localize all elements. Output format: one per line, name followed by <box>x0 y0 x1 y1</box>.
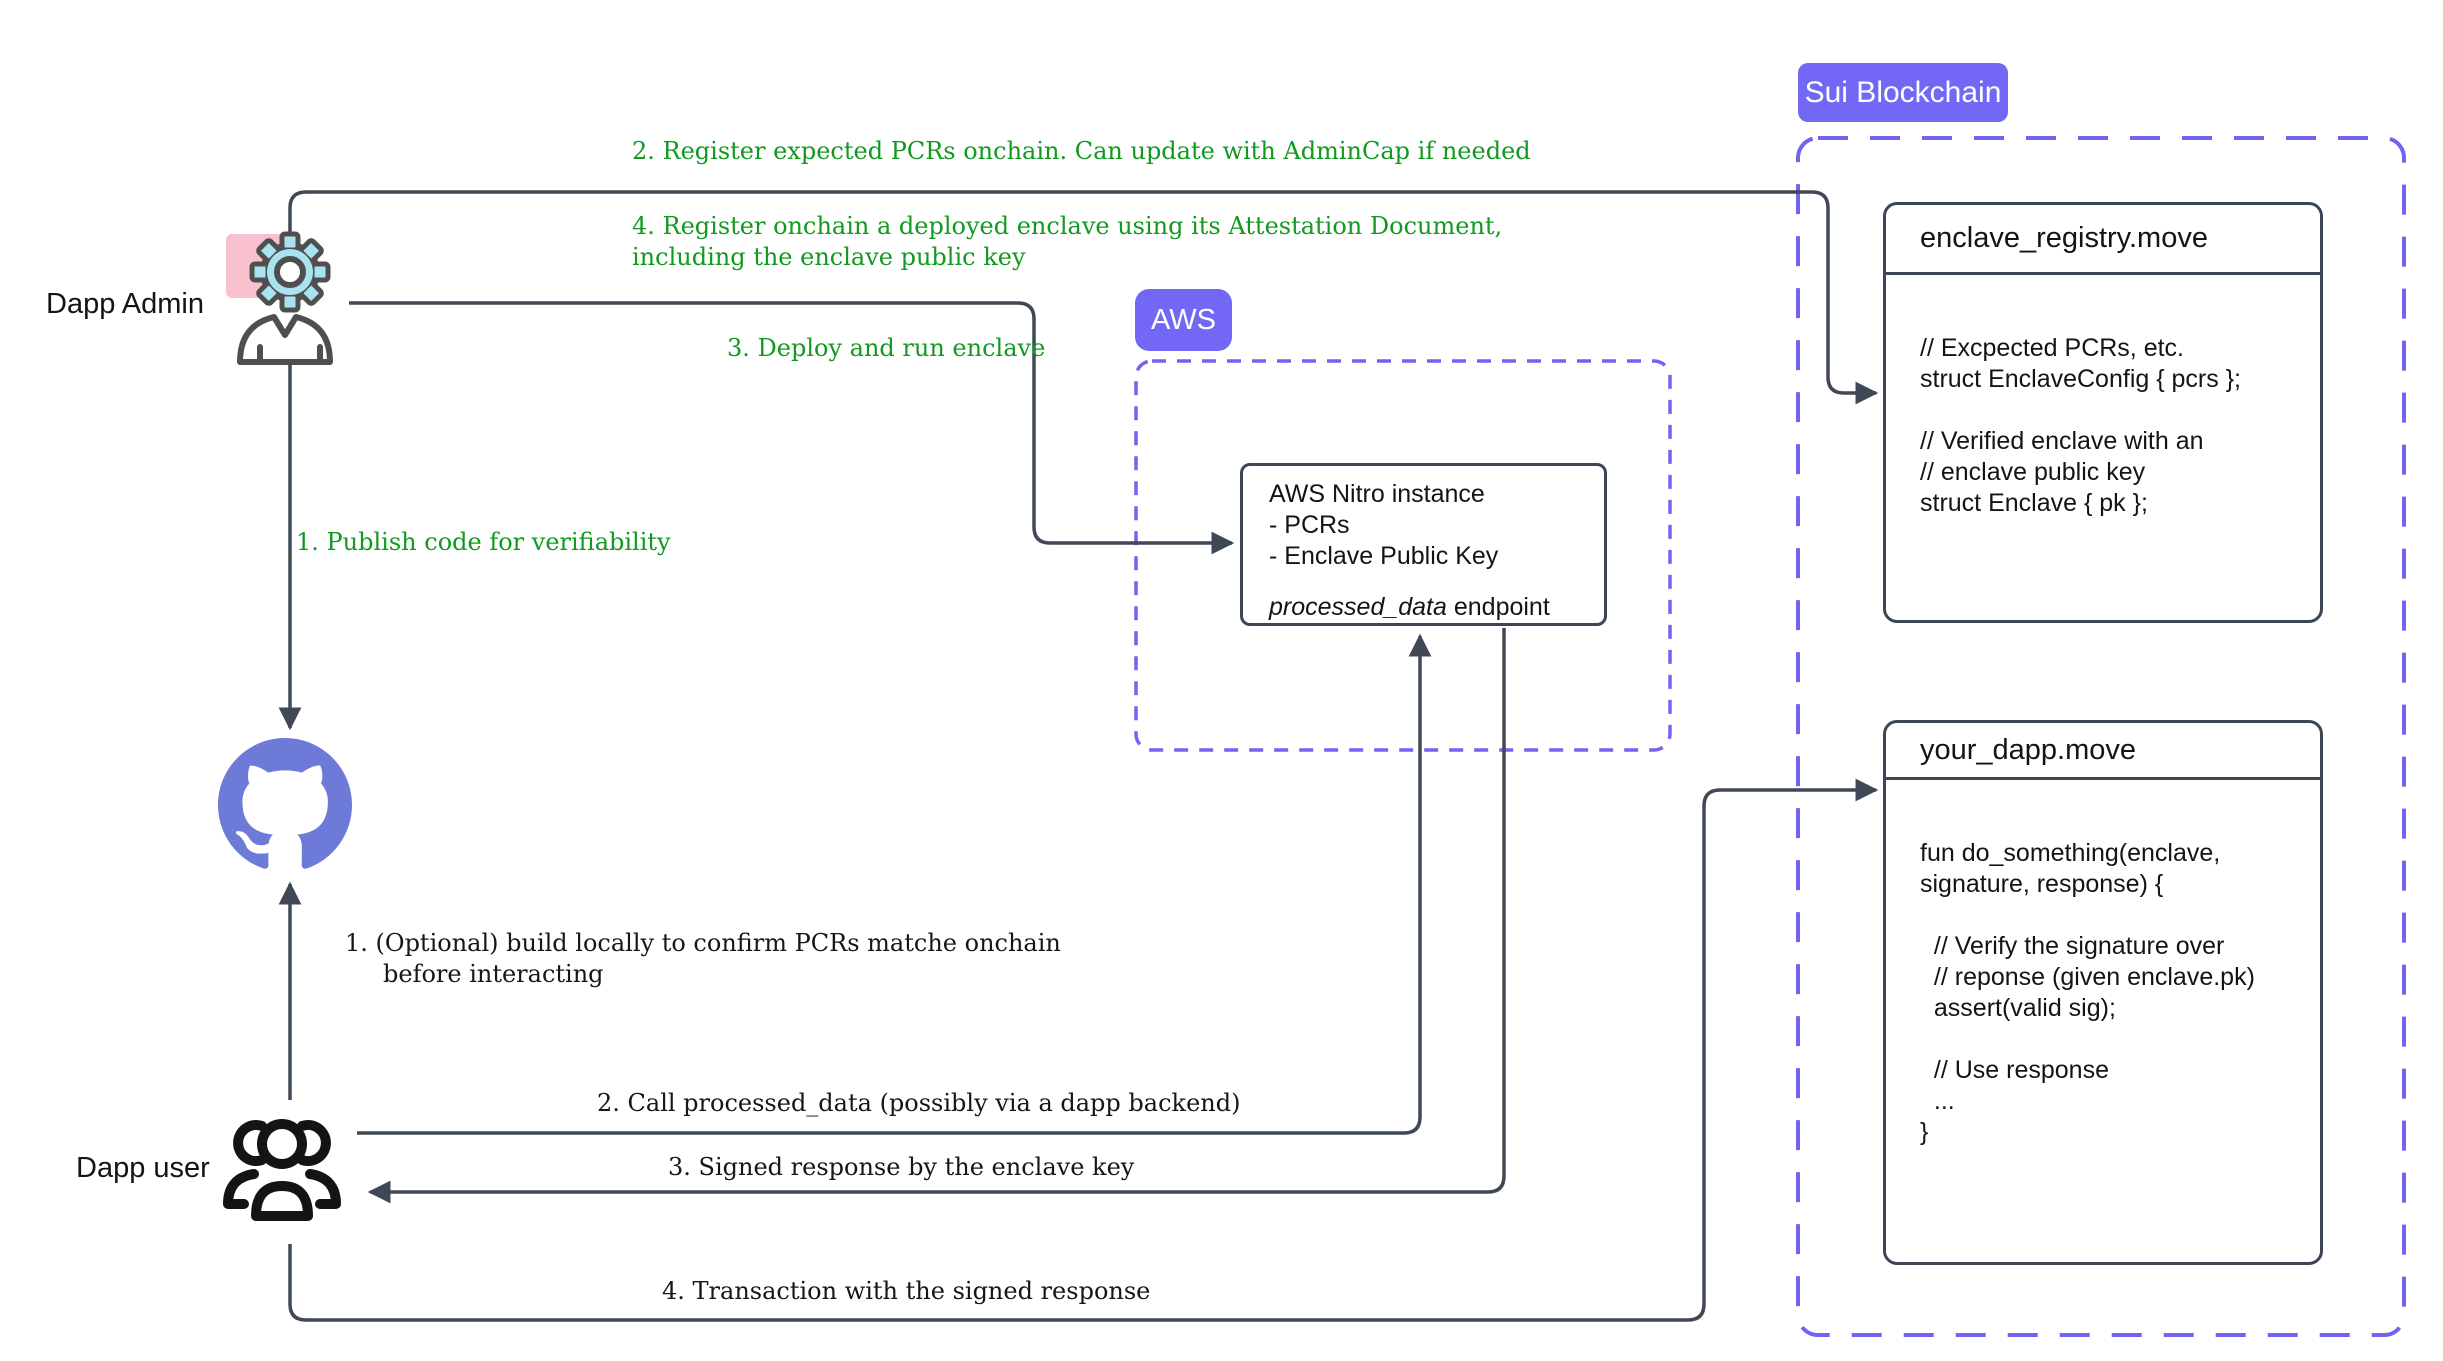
connector-user-to-dapp <box>288 778 1879 1322</box>
label-build-locally: 1. (Optional) build locally to confirm P… <box>345 929 1061 988</box>
connector-admin-to-registry <box>288 190 1879 405</box>
dapp-user-icon <box>212 1104 352 1226</box>
nitro-endpoint-line: processed_data endpoint <box>1269 592 1594 623</box>
admin-bust-icon <box>237 314 333 365</box>
nitro-endpoint-name: processed_data <box>1269 593 1447 621</box>
label-publish-code: 1. Publish code for verifiability <box>296 528 671 556</box>
nitro-bullet-enclave-key: - Enclave Public Key <box>1269 542 1499 570</box>
dapp-admin-icon <box>222 226 352 368</box>
label-register-pcrs: 2. Register expected PCRs onchain. Can u… <box>632 137 1531 165</box>
label-deploy-enclave: 3. Deploy and run enclave <box>727 334 1046 362</box>
dapp-admin-label: Dapp Admin <box>46 288 204 320</box>
sui-dashed-region <box>1796 136 2406 1337</box>
aws-badge-label: AWS <box>1151 303 1216 336</box>
users-group-icon <box>223 1119 341 1221</box>
nitro-endpoint-suffix: endpoint <box>1446 593 1550 621</box>
sui-blockchain-badge-label: Sui Blockchain <box>1804 75 2002 109</box>
enclave-registry-title: enclave_registry.move <box>1886 205 2320 275</box>
github-icon <box>218 738 352 872</box>
your-dapp-box: your_dapp.move fun do_something(enclave,… <box>1883 720 2323 1265</box>
label-call-endpoint: 2. Call processed_data (possibly via a d… <box>597 1089 1241 1117</box>
enclave-registry-box: enclave_registry.move // Excpected PCRs,… <box>1883 202 2323 623</box>
label-transaction: 4. Transaction with the signed response <box>662 1277 1151 1305</box>
aws-badge: AWS <box>1135 289 1232 351</box>
your-dapp-title: your_dapp.move <box>1886 723 2320 780</box>
connector-user-to-nitro <box>357 633 1432 1135</box>
nitro-title: AWS Nitro instance <box>1269 480 1485 508</box>
connector-nitro-to-user <box>367 628 1506 1204</box>
nitro-bullet-pcrs: - PCRs <box>1269 511 1350 539</box>
aws-nitro-instance-box: AWS Nitro instance - PCRs - Enclave Publ… <box>1240 463 1607 626</box>
dapp-user-label: Dapp user <box>76 1152 210 1184</box>
enclave-registry-code: // Excpected PCRs, etc. struct EnclaveCo… <box>1920 334 2241 517</box>
label-register-enclave: 4. Register onchain a deployed enclave u… <box>632 212 1503 271</box>
admin-gear-user-icon <box>226 231 333 365</box>
connector-admin-to-nitro <box>349 301 1235 555</box>
sui-blockchain-badge: Sui Blockchain <box>1798 63 2008 122</box>
gear-icon <box>249 231 331 313</box>
your-dapp-code: fun do_something(enclave, signature, res… <box>1920 839 2255 1146</box>
aws-dashed-region <box>1134 359 1672 752</box>
label-signed-response: 3. Signed response by the enclave key <box>668 1153 1135 1181</box>
